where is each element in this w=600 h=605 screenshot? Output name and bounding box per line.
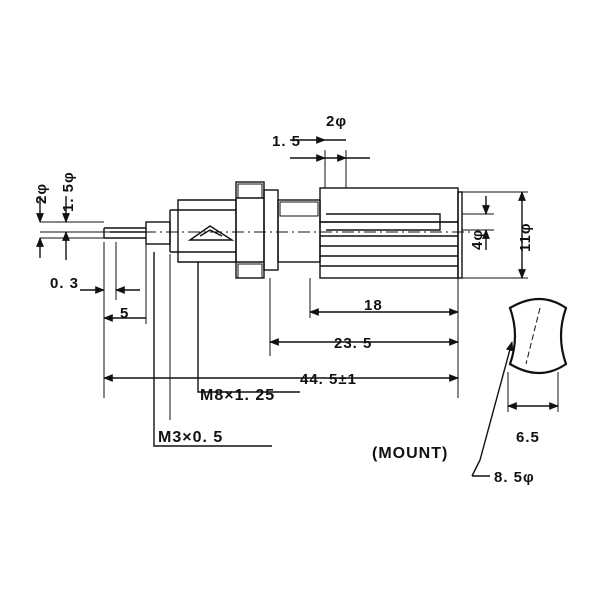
dim-1-5: 1. 5 (272, 133, 301, 150)
mount-note: (MOUNT) (372, 445, 448, 462)
dim-5: 5 (120, 305, 129, 322)
dim-4phi: 4φ (469, 229, 486, 250)
terminal-body (100, 181, 470, 279)
thread-m3: M3×0. 5 (158, 429, 223, 446)
dim-44-5: 44. 5±1 (300, 371, 357, 388)
dim-2phi-top: 2φ (326, 113, 347, 130)
extension-lines (40, 150, 528, 420)
dimension-lines (36, 136, 526, 382)
thread-m8: M8×1. 25 (200, 387, 275, 404)
dim-2phi-left: 2φ (33, 183, 50, 204)
mount-hole-profile (471, 297, 568, 477)
dim-8-5phi: 8. 5φ (494, 469, 535, 486)
dim-6-5: 6.5 (516, 429, 540, 446)
dim-11phi: 11φ (517, 222, 534, 252)
dim-23-5: 23. 5 (334, 335, 372, 352)
dim-18: 18 (364, 297, 383, 314)
dim-0-3: 0. 3 (50, 275, 79, 292)
thread-leaders (153, 252, 300, 447)
dim-1-5phi-left: 1. 5φ (60, 171, 77, 212)
